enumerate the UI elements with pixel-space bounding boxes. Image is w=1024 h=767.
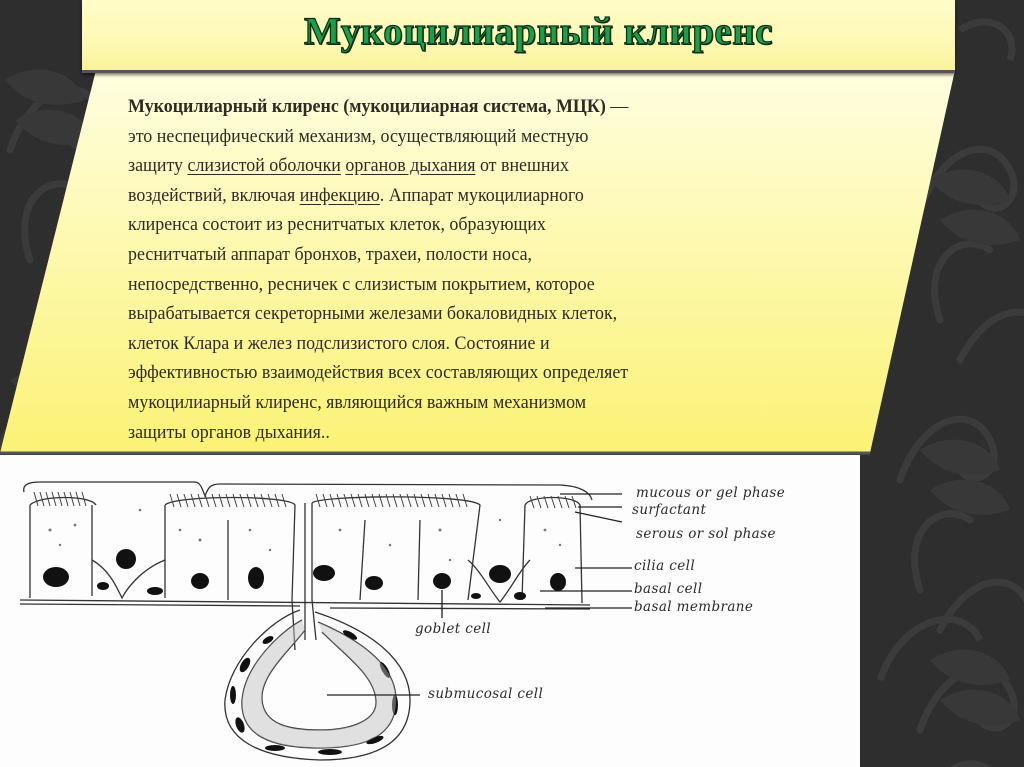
label-serous-sol-phase: serous or sol phase bbox=[636, 526, 776, 542]
text-line: реснитчатый аппарат бронхов, трахеи, пол… bbox=[128, 243, 533, 265]
text-fragment: воздействий, включая bbox=[128, 184, 300, 206]
link-infection[interactable]: инфекцию bbox=[299, 184, 380, 206]
label-submucosal-cell: submucosal cell bbox=[428, 686, 544, 702]
term-heading: Мукоцилиарный клиренс (мукоцилиарная сис… bbox=[128, 96, 606, 117]
text-line: защиту слизистой оболочки органов дыхани… bbox=[128, 151, 779, 181]
label-mucous-gel-phase: mucous or gel phase bbox=[636, 485, 786, 501]
text-fragment: это неспецифический механизм, осуществля… bbox=[128, 125, 589, 147]
text-line: клеток Клара и желез подслизистого слоя.… bbox=[128, 332, 550, 354]
text-line: непосредственно, ресничек с слизистым по… bbox=[128, 273, 595, 295]
link-mucous-membrane[interactable]: слизистой оболочки bbox=[187, 155, 341, 177]
text-line: защиты органов дыхания.. bbox=[128, 421, 330, 443]
label-basal-membrane: basal membrane bbox=[634, 599, 754, 615]
link-respiratory-organs[interactable]: органов дыхания bbox=[345, 155, 476, 177]
label-surfactant: surfactant bbox=[632, 502, 707, 518]
label-basal-cell: basal cell bbox=[634, 581, 703, 597]
text-line: мукоцилиарный клиренс, являющийся важным… bbox=[128, 391, 587, 413]
label-goblet-cell: goblet cell bbox=[415, 621, 492, 637]
text-line: Мукоцилиарный клиренс (мукоцилиарная сис… bbox=[128, 92, 779, 122]
label-cilia-cell: cilia cell bbox=[634, 558, 696, 574]
text-line: это неспецифический механизм, осуществля… bbox=[128, 122, 779, 152]
text-fragment: от внешних bbox=[475, 155, 569, 177]
text-line: вырабатывается секреторными железами бок… bbox=[128, 303, 618, 325]
mucociliary-diagram: mucous or gel phase surfactant serous or… bbox=[0, 455, 860, 767]
text-fragment: защиту bbox=[128, 155, 188, 177]
text-line: клиренса состоит из реснитчатых клеток, … bbox=[128, 214, 546, 236]
slide-title: Мукоцилиарный клиренс bbox=[303, 9, 773, 53]
text-line: эффективностью взаимодействия всех соста… bbox=[128, 362, 629, 384]
text-fragment: . Аппарат мукоцилиарного bbox=[379, 184, 584, 206]
text-line: воздействий, включая инфекцию. Аппарат м… bbox=[128, 181, 779, 211]
definition-text: Мукоцилиарный клиренс (мукоцилиарная сис… bbox=[128, 92, 779, 447]
title-bar: Мукоцилиарный клиренс bbox=[82, 0, 955, 73]
epithelium-illustration bbox=[19, 481, 632, 761]
text-fragment: — bbox=[605, 96, 629, 117]
